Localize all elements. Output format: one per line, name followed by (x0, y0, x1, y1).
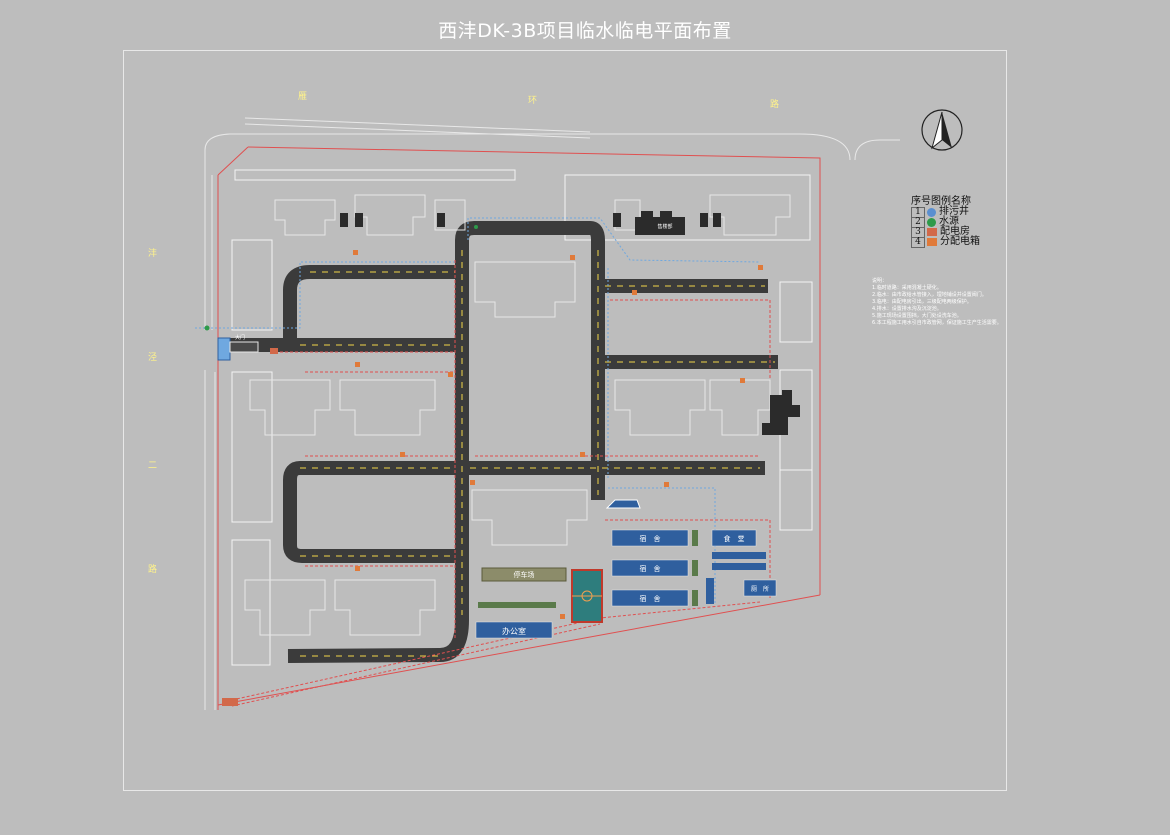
power-lines (231, 260, 771, 707)
legend-name: 配电房 (940, 226, 970, 237)
legend-name: 水源 (939, 216, 959, 227)
gate-label: 大门 (234, 335, 245, 341)
parking-label: 停车场 (513, 571, 535, 579)
note-line: 2.临水：由市政给水管接入，埋地铺设并设置阀门。 (872, 292, 987, 298)
property-outline (231, 169, 813, 666)
manhole-icon (927, 207, 936, 217)
legend-number: 4 (911, 236, 925, 248)
dorm-label-1: 宿 舍 (639, 535, 661, 543)
north-road-lines (204, 117, 900, 330)
north-road-name-2: 环 (528, 96, 538, 106)
office-building (475, 621, 553, 639)
power-distribution-room (222, 698, 238, 706)
sales-office-label: 售楼部 (657, 224, 673, 230)
canteen-label: 食 堂 (723, 535, 745, 543)
west-road-name-3: 二 (148, 461, 158, 471)
sales-office-building (635, 217, 685, 235)
note-line: 4.排水：设置排水沟及沉淀池。 (872, 306, 942, 312)
west-road-name-4: 路 (148, 565, 158, 575)
dorm-label-3: 宿 舍 (639, 595, 661, 603)
office-label: 办公室 (502, 627, 526, 636)
map-title: 西沣DK-3B项目临水临电平面布置 (438, 20, 732, 42)
drawing-frame (123, 50, 1007, 791)
site-entrance (217, 337, 278, 361)
legend-header: 序号图例名称 (911, 196, 971, 207)
west-road-name-2: 泾 (148, 353, 158, 363)
note-line: 5.施工现场设置围挡，大门处设洗车池。 (872, 313, 962, 319)
toilet-label: 厕 所 (750, 586, 769, 593)
note-line: 1.临时道路：采用混凝土硬化。 (872, 285, 942, 291)
temporary-facilities (222, 499, 777, 706)
dorm-label-2: 宿 舍 (639, 565, 661, 573)
north-arrow-icon (921, 109, 963, 151)
west-road-name-1: 沣 (148, 249, 158, 259)
legend-name: 排污井 (939, 206, 969, 217)
design-notes: 说明： 1.临时道路：采用混凝土硬化。 2.临水：由市政给水管接入，埋地铺设并设… (872, 278, 1042, 327)
north-road-name-1: 雁 (298, 92, 308, 102)
power-room-icon (927, 228, 937, 236)
notes-heading: 说明： (872, 278, 888, 284)
parking-lot (481, 567, 567, 582)
site-boundary (217, 146, 821, 710)
west-road-lines (204, 370, 216, 710)
water-lines (195, 217, 761, 605)
water-source-icon (927, 217, 936, 227)
road-markings (300, 250, 775, 657)
note-line: 3.临电：由配电房引出，三级配电两级保护。 (872, 299, 972, 305)
north-road-name-3: 路 (770, 100, 780, 110)
map-legend: 序号图例名称 1 排污井 2 水源 3 配电房 4 分配电箱 (911, 192, 980, 248)
dark-buildings (340, 211, 800, 435)
distribution-boxes (353, 250, 763, 619)
distribution-box-icon (927, 238, 937, 246)
water-sources (204, 225, 478, 331)
legend-name: 分配电箱 (940, 236, 980, 247)
note-line: 6.本工程施工用水引自市政管网，保证施工生产生活需要。 (872, 320, 1002, 326)
legend-item: 4 分配电箱 (911, 236, 980, 248)
